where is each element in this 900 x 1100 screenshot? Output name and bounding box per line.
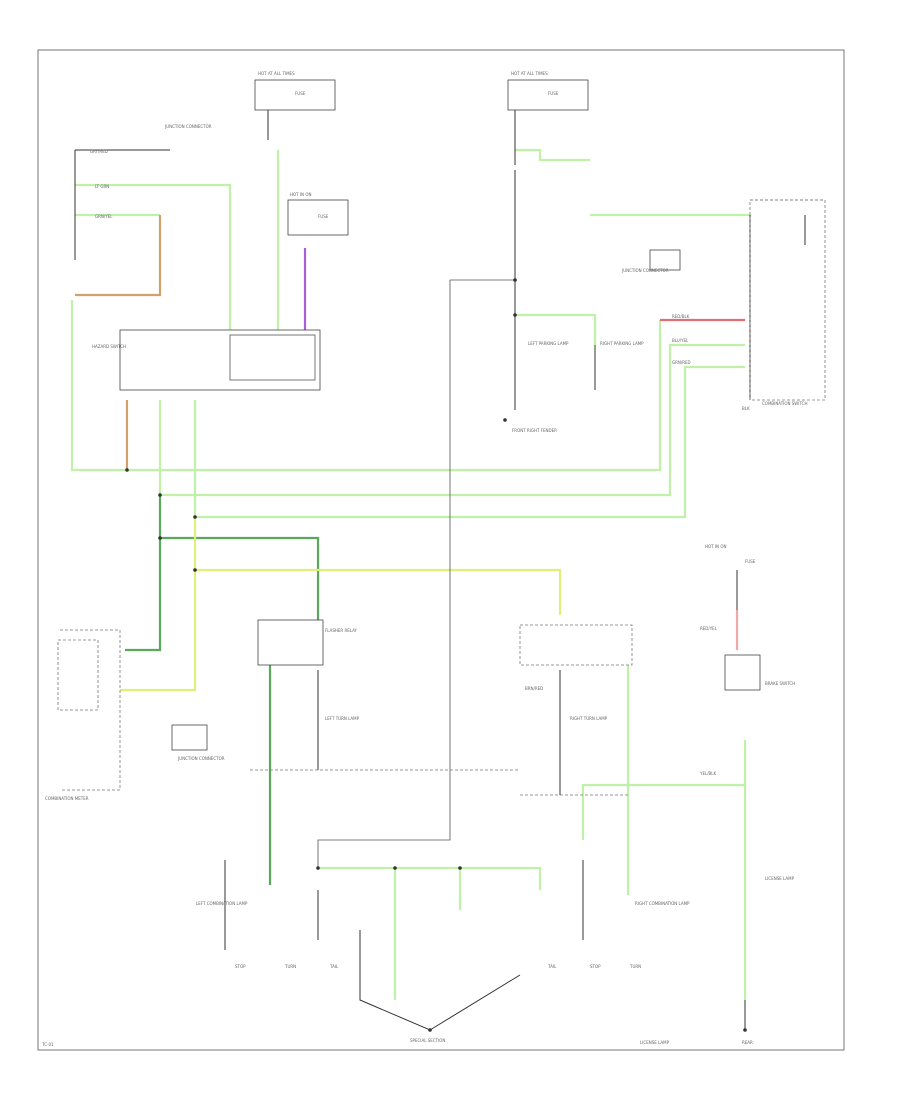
label-hot-right: HOT IN ON — [705, 544, 726, 549]
wire-right-mid-green — [515, 313, 597, 345]
fuse-box-top-left — [254, 79, 336, 111]
wire-left-green-1 — [75, 183, 232, 335]
hazard-switch-inner — [229, 334, 316, 381]
node-12 — [428, 1028, 432, 1032]
license-relay-box — [724, 654, 761, 691]
label-stop-left: STOP — [235, 964, 246, 969]
node-4 — [158, 536, 162, 540]
wire-label-lt-grn: LT GRN — [95, 184, 109, 189]
label-footer: TC-01 — [41, 1042, 54, 1047]
wire-green-outer-loop — [70, 300, 662, 472]
wire-dark-green-main — [125, 495, 162, 652]
label-turn-right: TURN — [629, 964, 641, 969]
label-ground-front: FRONT RIGHT FENDER — [512, 428, 557, 433]
label-left-combination-lamp: LEFT COMBINATION LAMP — [196, 901, 248, 906]
label-turn-left: TURN — [284, 964, 296, 969]
brake-switch-box — [171, 724, 208, 751]
label-junction-mid: JUNCTION CONNECTOR — [621, 268, 669, 273]
label-tail-left: TAIL — [329, 964, 339, 969]
flasher-box-right — [519, 624, 633, 666]
node-7 — [393, 866, 397, 870]
label-fuse-right: FUSE — [745, 559, 756, 564]
label-fuse-top-right: FUSE — [548, 91, 559, 96]
dash-comb-meter — [60, 629, 121, 791]
hazard-switch-box — [119, 329, 321, 391]
wire-label-blu-yel: BLU/YEL — [672, 338, 689, 343]
diagram-frame — [37, 49, 845, 1051]
wire-blk-bottom-center — [359, 930, 521, 1031]
wire-label-red-blk: RED/BLK — [672, 314, 690, 319]
meter-box — [57, 639, 99, 711]
label-flasher-relay: FLASHER RELAY — [325, 628, 358, 633]
label-junction-top: JUNCTION CONNECTOR — [164, 124, 212, 129]
label-brake-switch: BRAKE SWITCH — [765, 681, 795, 686]
wire-grey-long — [317, 280, 451, 870]
label-bottom-right: LICENSE LAMP — [640, 1040, 670, 1045]
label-ground-rear: REAR — [742, 1040, 753, 1045]
label-fuse-mid: FUSE — [318, 214, 329, 219]
wire-label-grn-yel: GRN/YEL — [95, 214, 113, 219]
node-6 — [316, 866, 320, 870]
label-tail-right: TAIL — [547, 964, 557, 969]
label-hot-run: HOT IN ON — [290, 192, 311, 197]
wire-label-blk: BLK — [742, 406, 750, 411]
wire-left-orange — [75, 215, 162, 297]
node-13 — [743, 1028, 747, 1032]
wire-right-top-green-1 — [515, 148, 590, 162]
label-stop-right: STOP — [590, 964, 601, 969]
flasher-relay-box — [257, 619, 324, 666]
wire-dark-green-upper — [160, 536, 320, 620]
label-hazard-switch: HAZARD SWITCH — [92, 344, 126, 349]
label-right-combination-lamp: RIGHT COMBINATION LAMP — [635, 901, 690, 906]
label-left-turn-lamp: LEFT TURN LAMP — [325, 716, 360, 721]
label-hot-top-left: HOT AT ALL TIMES — [258, 71, 295, 76]
label-fuse-top-left: FUSE — [295, 91, 306, 96]
label-combination-meter: COMBINATION METER — [45, 796, 89, 801]
node-10 — [513, 313, 517, 317]
label-junction-bottom: JUNCTION CONNECTOR — [177, 756, 225, 761]
label-bottom-center: SPECIAL SECTION — [410, 1038, 445, 1043]
node-1 — [125, 468, 129, 472]
label-right-parking-lamp: RIGHT PARKING LAMP — [600, 341, 644, 346]
label-right-turn-lamp: RIGHT TURN LAMP — [570, 716, 608, 721]
fuse-box-mid — [287, 199, 349, 236]
node-9 — [513, 278, 517, 282]
wire-yellow-2 — [120, 517, 197, 692]
node-8 — [458, 866, 462, 870]
wire-label-red-yel: RED/YEL — [700, 626, 718, 631]
wire-right-green-lower — [581, 783, 745, 840]
wire-label-brn-red: BRN/RED — [525, 686, 543, 691]
node-3 — [193, 515, 197, 519]
label-left-parking-lamp: LEFT PARKING LAMP — [528, 341, 569, 346]
node-5 — [193, 568, 197, 572]
node-2 — [158, 493, 162, 497]
wire-green-2nd-loop — [158, 343, 745, 497]
label-combination-switch: COMBINATION SWITCH — [762, 401, 807, 406]
node-11 — [503, 418, 507, 422]
fuse-box-top-right — [507, 79, 589, 111]
wire-label-gry-red: GRY/RED — [90, 149, 108, 154]
wire-label-grn-red: GRN/RED — [672, 360, 691, 365]
right-top-component — [649, 249, 681, 271]
right-combo-frame — [749, 199, 826, 401]
wire-green-3rd-loop — [193, 365, 745, 519]
wire-bottom-bus — [318, 866, 542, 890]
wire-label-yel-blk: YEL/BLK — [699, 771, 717, 776]
label-license-lamp: LICENSE LAMP — [765, 876, 795, 881]
wire-yellow-1 — [195, 568, 562, 615]
label-hot-top-right: HOT AT ALL TIMES — [511, 71, 548, 76]
